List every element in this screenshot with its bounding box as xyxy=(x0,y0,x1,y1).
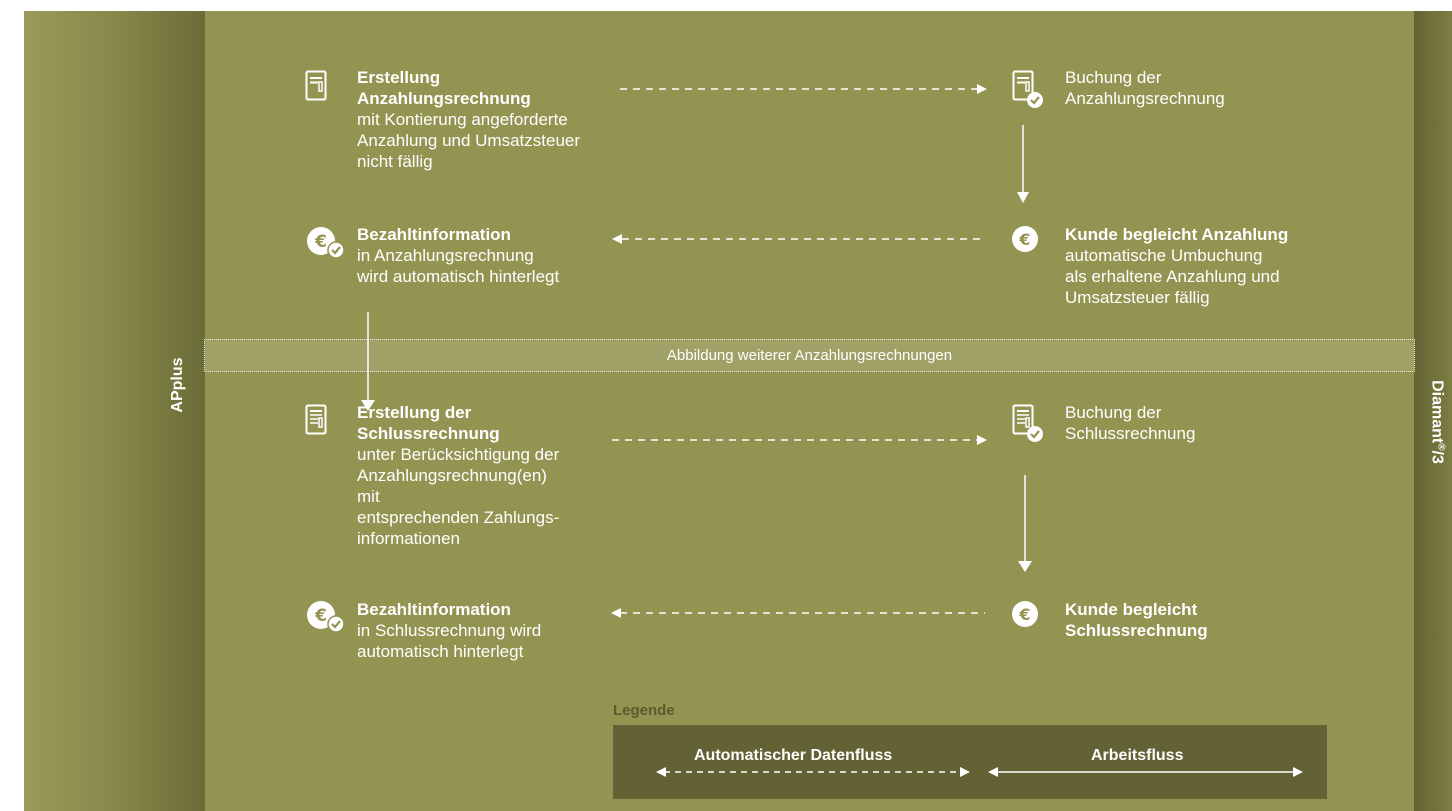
lane-applus xyxy=(24,11,205,811)
invoice-document-icon xyxy=(305,70,327,101)
step-book-down-payment-invoice: Buchung der Anzahlungsrechnung xyxy=(1065,67,1325,109)
final-invoice-check-icon xyxy=(1012,404,1043,442)
legend-label-data-flow: Automatischer Datenfluss xyxy=(694,747,893,764)
euro-coin-check-icon: € xyxy=(307,227,345,259)
step-desc: mit Kontierung angeforderte Anzahlung un… xyxy=(357,110,581,171)
step-desc: Buchung der Anzahlungsrechnung xyxy=(1065,68,1225,108)
step-desc: unter Berücksichtigung der Anzahlungsrec… xyxy=(357,445,560,548)
euro-coin-check-icon-final: € xyxy=(307,601,345,633)
step-customer-pays-final-invoice: Kunde begleicht Schlussrechnung xyxy=(1065,599,1265,641)
svg-text:€: € xyxy=(314,232,327,252)
invoice-check-icon xyxy=(1012,70,1043,108)
step-title: Kunde begleicht Schlussrechnung xyxy=(1065,600,1208,640)
diagram-background xyxy=(24,11,1452,811)
euro-coin-icon: € xyxy=(1012,226,1038,252)
euro-coin-icon-final: € xyxy=(1012,601,1038,627)
step-book-final-invoice: Buchung der Schlussrechnung xyxy=(1065,402,1325,444)
lane-diamant xyxy=(1414,11,1452,811)
final-invoice-document-icon xyxy=(305,404,327,435)
step-desc: in Anzahlungsrechnung wird automatisch h… xyxy=(357,246,560,286)
step-title: Bezahltinformation xyxy=(357,600,511,619)
step-title: Erstellung Anzahlungsrechnung xyxy=(357,68,531,108)
step-paid-info-down-payment: Bezahltinformation in Anzahlungsrechnung… xyxy=(357,224,617,287)
step-customer-pays-down-payment: Kunde begleicht Anzahlung automatische U… xyxy=(1065,224,1365,308)
legend-label-work-flow: Arbeitsfluss xyxy=(1091,747,1184,764)
step-desc: in Schlussrechnung wird automatisch hint… xyxy=(357,621,542,661)
legend-box xyxy=(613,725,1327,799)
legend-title: Legende xyxy=(613,702,675,719)
step-title: Bezahltinformation xyxy=(357,225,511,244)
step-paid-info-final-invoice: Bezahltinformation in Schlussrechnung wi… xyxy=(357,599,617,662)
lane-label-diamant: Diamant®/3 xyxy=(1428,380,1447,464)
step-title: Kunde begleicht Anzahlung xyxy=(1065,225,1289,244)
further-invoices-band: Abbildung weiterer Anzahlungsrechnungen xyxy=(204,339,1415,372)
svg-text:€: € xyxy=(1018,605,1030,624)
svg-text:€: € xyxy=(314,606,327,626)
step-desc: automatische Umbuchung als erhaltene Anz… xyxy=(1065,246,1280,307)
step-desc: Buchung der Schlussrechnung xyxy=(1065,403,1196,443)
lane-label-applus: APplus xyxy=(169,357,186,413)
svg-text:€: € xyxy=(1018,230,1030,249)
step-create-final-invoice: Erstellung der Schlussrechnung unter Ber… xyxy=(357,402,572,549)
step-title: Erstellung der Schlussrechnung xyxy=(357,403,500,443)
step-create-down-payment-invoice: Erstellung Anzahlungsrechnung mit Kontie… xyxy=(357,67,597,172)
